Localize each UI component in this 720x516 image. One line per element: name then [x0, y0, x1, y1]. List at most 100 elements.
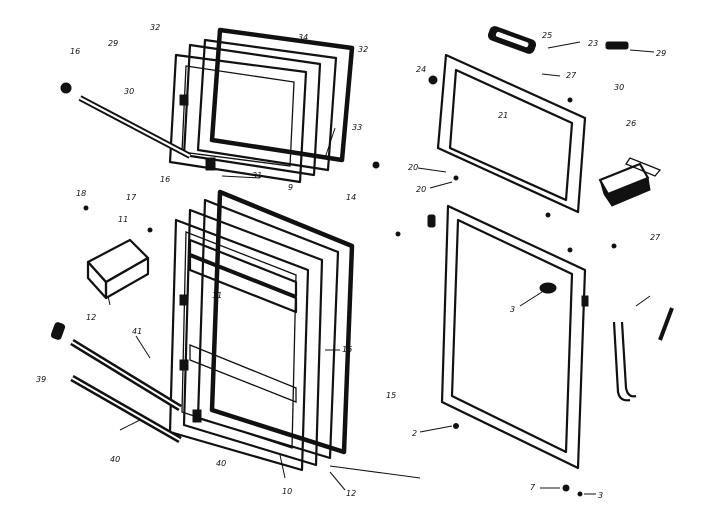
- fresh-food-door-gasket: [209, 189, 355, 455]
- lower-rail-lower-highlight: [71, 377, 181, 441]
- callout-41: 41: [132, 327, 142, 336]
- fresh-food-door-panel-inner: [182, 208, 324, 467]
- leader-3: [519, 291, 543, 307]
- leader-baseline: [329, 465, 421, 479]
- fresh-food-outer-door-frame: [440, 204, 587, 470]
- leader-41: [135, 335, 151, 359]
- freezer-door-stop-lower: [205, 157, 216, 171]
- callout-10: 10: [282, 487, 292, 496]
- freezer-outer-door: [428, 26, 629, 214]
- screw-c: [567, 247, 573, 253]
- callout-34a: 34: [298, 33, 308, 42]
- leader-lines: [107, 41, 655, 495]
- callout-7: 7: [530, 483, 536, 492]
- screw-b: [545, 212, 551, 218]
- center-hinge-shim: [625, 157, 662, 177]
- freezer-door-gasket: [209, 27, 355, 163]
- rail-mount-block: [192, 409, 202, 423]
- callout-29a: 29: [108, 39, 118, 48]
- callout-18: 18: [76, 189, 86, 198]
- door-shelf-upper: [188, 238, 298, 298]
- dairy-bin-front: [104, 256, 150, 300]
- door-cam: [539, 282, 557, 294]
- screw-g: [577, 491, 583, 497]
- fresh-food-door-stop-lower: [179, 359, 189, 371]
- leader-20: [417, 167, 447, 173]
- freezer-door-panel-inner: [182, 43, 322, 177]
- leader-27: [541, 73, 561, 77]
- callout-40a: 40: [110, 455, 120, 464]
- fasteners: [83, 97, 617, 497]
- dairy-bin-side: [86, 260, 108, 300]
- freezer-rail-end-cap: [60, 82, 72, 94]
- callout-23: 23: [588, 39, 598, 48]
- screw-e: [453, 423, 459, 429]
- callout-20b: 20: [416, 185, 426, 194]
- callout-20a: 20: [408, 163, 418, 172]
- dairy-bin: [86, 238, 150, 300]
- door-shelf-lower: [189, 344, 297, 403]
- callout-16a: 16: [70, 47, 80, 56]
- screw-f: [562, 484, 570, 492]
- freezer-door-assembly: [168, 27, 355, 184]
- fresh-food-outer-door-inner: [450, 218, 574, 454]
- callout-17: 17: [126, 193, 137, 202]
- leader-33: [324, 127, 336, 159]
- fresh-food-door-liner: [196, 198, 340, 460]
- fresh-food-door-assembly: [168, 189, 355, 472]
- callout-3a: 3: [510, 305, 515, 314]
- leader-12b: [107, 295, 111, 306]
- screw-d: [611, 243, 617, 249]
- top-hinge-slot: [495, 31, 529, 48]
- callout-32a: 32: [150, 23, 160, 32]
- door-handle: [612, 295, 674, 402]
- handle-bar-back: [612, 321, 631, 402]
- callout-30b: 30: [614, 83, 624, 92]
- callout-9: 9: [288, 183, 293, 192]
- hinge-pin: [605, 41, 629, 50]
- leader-25: [629, 49, 655, 53]
- callout-3b: 3: [598, 491, 603, 500]
- center-hinge-front: [607, 177, 651, 207]
- callout-15: 15: [386, 391, 396, 400]
- freezer-outer-door-frame: [436, 53, 587, 214]
- callout-25b: 29: [656, 49, 666, 58]
- callout-labels: 32 16 29 34 32 30 33 31 9 14 16 25 23 29…: [36, 23, 666, 500]
- fresh-food-outer-door: [427, 204, 589, 470]
- callout-11b: 11: [212, 291, 222, 300]
- screw-j: [395, 231, 401, 237]
- freezer-door-plug: [428, 75, 438, 85]
- leader-2: [419, 425, 453, 433]
- callout-26: 26: [626, 119, 636, 128]
- freezer-door-outer-panel: [168, 53, 308, 184]
- screw-h: [453, 175, 459, 181]
- callout-12a: 12: [86, 313, 96, 322]
- callout-16b: 16: [160, 175, 170, 184]
- fresh-food-door-inner-frame: [181, 231, 297, 449]
- callout-31: 31: [252, 171, 262, 180]
- callout-32b: 32: [358, 45, 368, 54]
- fresh-food-door-plug: [427, 214, 436, 228]
- callout-11a: 11: [118, 215, 128, 224]
- screw-k: [83, 205, 89, 211]
- door-stop-right: [581, 295, 589, 307]
- callout-27a: 27: [566, 71, 577, 80]
- callout-12b: 12: [346, 489, 356, 498]
- handle-bar: [620, 321, 637, 398]
- leader-31: [221, 175, 261, 179]
- callout-33: 33: [352, 123, 362, 132]
- callout-21: 21: [498, 111, 508, 120]
- callout-39: 39: [36, 375, 46, 384]
- callout-2: 2: [412, 429, 417, 438]
- callout-30a: 30: [124, 87, 134, 96]
- freezer-rail-highlight: [79, 97, 191, 157]
- callout-24: 24: [416, 65, 426, 74]
- callout-16c: 16: [342, 345, 352, 354]
- center-hinge: [598, 157, 662, 207]
- door-shelf-middle: [188, 254, 298, 314]
- rail-end-clip: [50, 322, 66, 340]
- lower-door-rails: [50, 322, 202, 444]
- handle-screw-lower: [658, 307, 674, 341]
- handle-screw-upper: [635, 295, 651, 307]
